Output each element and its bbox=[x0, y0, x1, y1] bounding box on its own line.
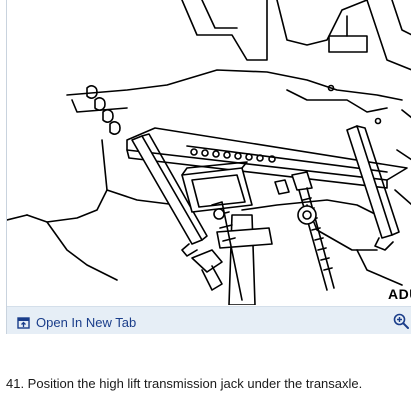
zoom-in-icon[interactable] bbox=[393, 313, 409, 329]
figure-code-label: ADU bbox=[388, 286, 411, 302]
open-in-new-tab-icon bbox=[17, 316, 30, 329]
open-in-new-tab-link[interactable]: Open In New Tab bbox=[17, 313, 136, 331]
figure-frame: ADU Open In New Tab bbox=[6, 0, 411, 334]
figure-toolbar: Open In New Tab bbox=[7, 306, 411, 334]
open-in-new-tab-label: Open In New Tab bbox=[36, 314, 137, 330]
step-instruction: 41. Position the high lift transmission … bbox=[6, 376, 363, 391]
transmission-jack-illustration bbox=[7, 0, 411, 305]
